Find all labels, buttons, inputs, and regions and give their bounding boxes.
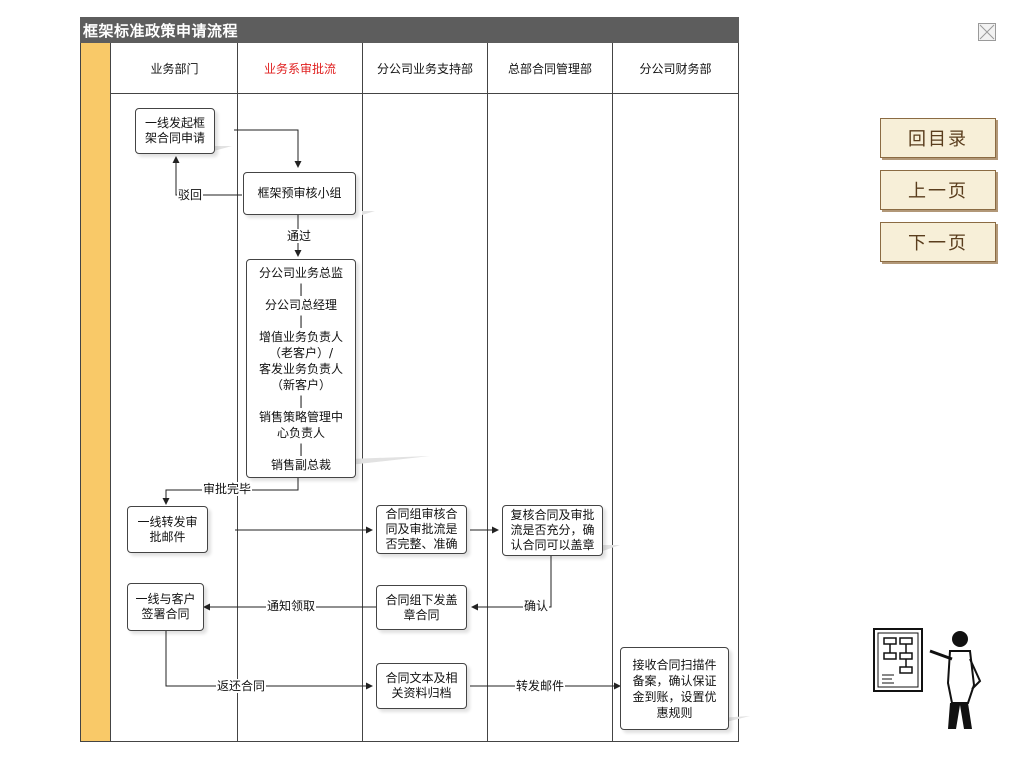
close-icon[interactable] (978, 23, 996, 41)
node-issue-seal: 合同组下发盖 章合同 (376, 585, 467, 630)
edge-confirm (471, 556, 552, 611)
edge-reject (172, 156, 242, 196)
edge-label-pass: 通过 (286, 229, 313, 243)
lane-header-contract-mgmt: 总部合同管理部 (507, 62, 592, 76)
node-sign: 一线与客户 签署合同 (127, 583, 204, 631)
edge-return (165, 631, 373, 690)
diagram-title: 框架标准政策申请流程 (83, 22, 239, 40)
edge-label-return: 返还合同 (216, 679, 267, 693)
lane-header-row (111, 43, 738, 94)
edge-label-notify: 通知领取 (266, 599, 317, 613)
lane-divider (237, 43, 238, 741)
lane-header-business: 业务部门 (150, 62, 199, 76)
lane-header-support: 分公司业务支持部 (376, 62, 473, 76)
lane-divider (362, 43, 363, 741)
side-strip (81, 43, 111, 741)
edge-apply-to-prereview (234, 129, 302, 168)
edge-label-reject: 驳回 (177, 188, 204, 202)
edge-label-confirm: 确认 (523, 599, 550, 613)
presenter-clipart-icon (873, 628, 982, 729)
lane-divider (487, 43, 488, 741)
next-page-button[interactable]: 下一页 (880, 222, 996, 262)
node-apply: 一线发起框 架合同申请 (135, 108, 215, 154)
edge-label-approval-done: 审批完毕 (202, 482, 253, 496)
edge-label-forward: 转发邮件 (515, 679, 566, 693)
node-archive: 合同文本及相 关资料归档 (376, 663, 467, 709)
lane-header-finance: 分公司财务部 (639, 62, 712, 76)
node-finance: 接收合同扫描件 备案，确认保证 金到账，设置优 惠规则 (620, 647, 729, 730)
title-bar (80, 17, 739, 43)
prev-page-button[interactable]: 上一页 (880, 170, 996, 210)
node-approval-chain: 分公司业务总监 | 分公司总经理 | 增值业务负责人 （老客户）/ 客发业务负责… (246, 259, 356, 478)
node-hq-review: 复核合同及审批 流是否充分，确 认合同可以盖章 (502, 505, 603, 556)
lane-divider (612, 43, 613, 741)
node-forward-mail: 一线转发审 批邮件 (127, 506, 208, 553)
node-pre-review: 框架预审核小组 (243, 172, 356, 215)
node-group-review: 合同组审核合 同及审批流是 否完整、准确 (376, 505, 467, 554)
toc-button[interactable]: 回目录 (880, 118, 996, 158)
lane-header-approval: 业务系审批流 (263, 62, 336, 76)
